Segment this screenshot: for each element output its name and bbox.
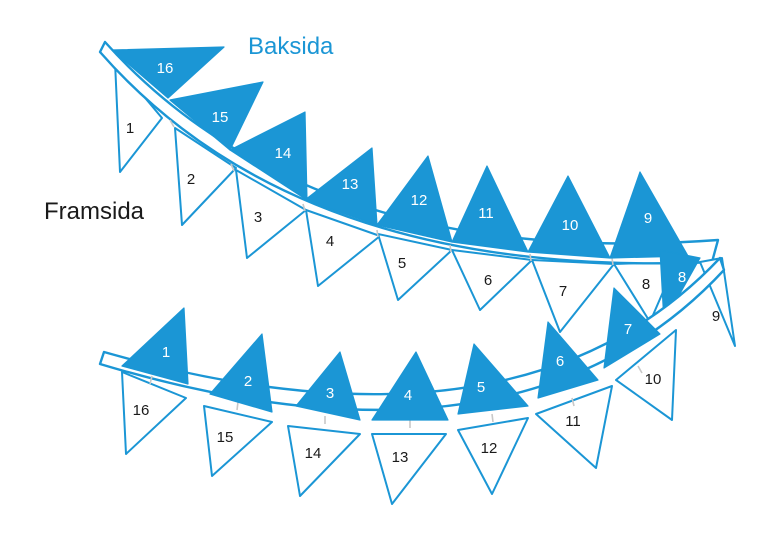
back-side-label: Baksida — [248, 33, 334, 60]
fold-tick — [571, 397, 575, 407]
back-flag — [457, 343, 529, 415]
back-number: 1 — [162, 344, 170, 361]
front-number: 12 — [481, 440, 498, 457]
front-number: 13 — [392, 449, 409, 466]
back-number: 7 — [624, 321, 632, 338]
front-flag — [531, 259, 615, 333]
back-number: 13 — [342, 176, 359, 193]
back-flag — [111, 46, 225, 99]
front-flag — [235, 169, 307, 259]
fold-tick — [149, 375, 153, 385]
upper-back-flags — [111, 46, 701, 323]
front-flag — [615, 329, 677, 421]
front-flag — [371, 433, 447, 505]
front-number: 6 — [484, 272, 492, 289]
back-flag — [121, 307, 189, 385]
front-number: 7 — [559, 283, 567, 300]
front-number: 9 — [712, 308, 720, 325]
back-flag — [371, 351, 449, 421]
back-number: 15 — [212, 109, 229, 126]
front-flag — [174, 127, 237, 226]
fold-tick — [491, 413, 494, 423]
back-number: 6 — [556, 353, 564, 370]
fold-tick — [529, 253, 532, 262]
back-number: 4 — [404, 387, 412, 404]
back-number: 5 — [477, 379, 485, 396]
fold-tick — [230, 163, 235, 172]
fold-tick — [611, 257, 614, 266]
front-flag — [121, 371, 187, 455]
fold-tick — [302, 203, 306, 212]
back-flag — [304, 147, 378, 226]
back-flag — [603, 287, 661, 369]
front-number: 11 — [565, 413, 581, 430]
lower-fold-ticks — [149, 365, 643, 428]
front-flag — [287, 425, 361, 497]
back-flag — [609, 171, 689, 259]
upper-back-numbers: 16 15 14 13 12 11 10 9 8 — [157, 60, 687, 286]
front-number: 1 — [126, 120, 134, 137]
back-number: 14 — [275, 145, 292, 162]
front-flag — [305, 209, 381, 287]
front-number: 16 — [133, 402, 150, 419]
front-flag — [457, 417, 529, 495]
front-number: 2 — [187, 171, 195, 188]
front-flag — [451, 249, 533, 311]
front-flag — [377, 233, 453, 301]
back-flag — [229, 111, 308, 201]
back-flag — [537, 321, 599, 399]
front-number: 15 — [217, 429, 234, 446]
front-side-label: Framsida — [44, 198, 145, 225]
back-flag — [376, 155, 453, 243]
front-number: 3 — [254, 209, 262, 226]
front-number: 5 — [398, 255, 406, 272]
upper-garland: 16 15 14 13 12 11 10 9 8 1 2 3 4 5 6 7 8… — [98, 40, 736, 347]
lower-garland: 1 2 3 4 5 6 7 16 15 14 13 12 11 10 — [98, 256, 726, 505]
front-flag — [535, 385, 613, 469]
back-number: 16 — [157, 60, 174, 77]
fold-tick — [637, 365, 643, 374]
fold-tick — [376, 229, 379, 238]
lower-back-numbers: 1 2 3 4 5 6 7 — [162, 321, 632, 404]
front-number: 8 — [642, 276, 650, 293]
lower-front-flags — [121, 329, 677, 505]
upper-front-numbers: 1 2 3 4 5 6 7 8 9 — [126, 120, 720, 325]
back-number: 3 — [326, 385, 334, 402]
fold-tick — [449, 244, 452, 253]
front-number: 14 — [305, 445, 322, 462]
back-flag — [451, 165, 529, 253]
back-flag — [295, 351, 361, 421]
back-number: 11 — [478, 205, 494, 222]
front-number: 4 — [326, 233, 334, 250]
back-number: 8 — [678, 269, 686, 286]
upper-fold-ticks — [169, 119, 614, 266]
back-number: 12 — [411, 192, 428, 209]
fold-tick — [169, 119, 175, 128]
fold-tick — [236, 401, 239, 411]
front-number: 10 — [645, 371, 662, 388]
back-number: 9 — [644, 210, 652, 227]
front-flag — [203, 405, 273, 477]
lower-front-numbers: 16 15 14 13 12 11 10 — [133, 371, 662, 466]
upper-front-flags — [114, 61, 677, 333]
back-number: 2 — [244, 373, 252, 390]
back-number: 10 — [562, 217, 579, 234]
back-flag — [169, 81, 264, 151]
back-flag — [209, 333, 273, 413]
lower-back-flags — [121, 287, 661, 421]
back-flag — [527, 175, 611, 259]
